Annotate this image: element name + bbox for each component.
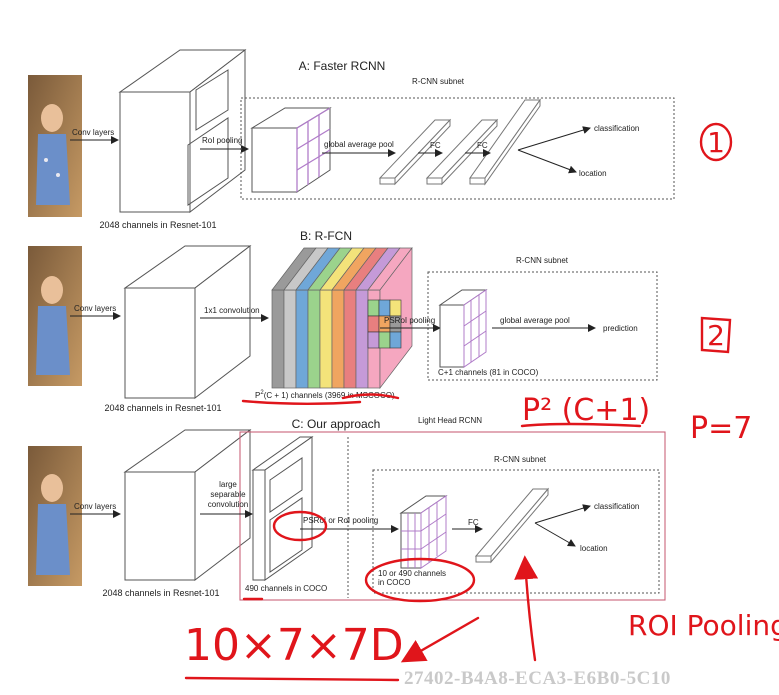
convolution-label-c: convolution <box>208 500 248 509</box>
rcnn-subnet-box-b <box>427 271 658 381</box>
section-b-title: B: R-FCN <box>300 229 352 243</box>
location-label-c: location <box>580 544 608 553</box>
input-image-c <box>28 446 82 586</box>
light-head-box <box>239 431 666 601</box>
section-c-our-approach: C: Our approach Light Head RCNN Conv lay… <box>28 416 666 601</box>
channels-label-c: 2048 channels in Resnet-101 <box>102 588 219 598</box>
psroi-bin <box>367 331 380 349</box>
score-map-slab <box>295 289 309 389</box>
conv-layers-label-c: Conv layers <box>74 502 116 511</box>
fc2-label-a: FC <box>477 141 488 150</box>
backbone-box-a <box>118 48 247 214</box>
large-label-c: large <box>219 480 237 489</box>
backbone-box-c <box>123 428 252 582</box>
rcnn-subnet-box-c <box>372 469 660 594</box>
annotation-underline-3969 <box>341 393 400 400</box>
conv-layers-label-b: Conv layers <box>74 304 116 313</box>
annotation-underline-formula <box>520 422 642 428</box>
classification-label-a: classification <box>594 124 639 133</box>
annotation-underline-p2 <box>241 399 362 405</box>
psroi-bin <box>367 315 380 333</box>
section-c-title: C: Our approach <box>292 417 381 431</box>
channels-label-b: 2048 channels in Resnet-101 <box>104 403 221 413</box>
annotation-two: 2 <box>707 319 725 352</box>
annotation-multiplication: 10×7×7D <box>184 620 404 671</box>
annotation-roi-pooling: ROI Pooling <box>628 609 779 642</box>
ch10-label-c-2: in COCO <box>378 578 410 587</box>
conv1x1-label-b: 1x1 convolution <box>204 306 260 315</box>
score-map-slab <box>283 289 297 389</box>
fc-bars-a <box>378 98 541 186</box>
score-map-slab <box>343 289 357 389</box>
gap-label-a: global average pool <box>324 140 394 149</box>
rcnn-subnet-label-a: R-CNN subnet <box>412 77 465 86</box>
annotation-arrow-result <box>400 616 480 663</box>
channels-label-a: 2048 channels in Resnet-101 <box>99 220 216 230</box>
prediction-label-b: prediction <box>603 324 638 333</box>
roi-feature-grid-c <box>399 495 448 569</box>
score-map-slab <box>271 289 285 389</box>
roi-pooling-label-a: RoI pooling <box>202 136 242 145</box>
rcnn-subnet-box-a <box>240 97 675 200</box>
score-map-slab <box>319 289 333 389</box>
cchannels-label-b: C+1 channels (81 in COCO) <box>438 368 539 377</box>
watermark: 27402-B4A8-ECA3-E6B0-5C10 <box>404 668 671 689</box>
roi-feature-grid-b <box>438 289 488 368</box>
annotation-arrow-fc <box>514 555 539 662</box>
fc-bar-c <box>474 487 550 564</box>
psroi-label-c: PSRoI or RoI pooling <box>303 516 378 525</box>
annotation-circle-1 <box>699 122 733 162</box>
red-annotations <box>184 122 733 682</box>
light-head-label: Light Head RCNN <box>418 416 482 425</box>
classification-label-c: classification <box>594 502 639 511</box>
annotation-oval-psroi <box>272 510 328 542</box>
annotation-formula: P² (C+1) <box>522 393 650 428</box>
score-map-slab <box>331 289 345 389</box>
annotation-underline-result <box>184 676 400 682</box>
annotation-one: 1 <box>707 126 725 159</box>
psroi-bin <box>367 299 380 317</box>
input-image-a <box>28 75 82 217</box>
input-image-b <box>28 246 82 386</box>
rcnn-subnet-label-b: R-CNN subnet <box>516 256 569 265</box>
thin-feature-map-c <box>251 436 314 581</box>
psroi-bin <box>378 299 391 317</box>
psroi-bin <box>378 331 391 349</box>
section-a-title: A: Faster RCNN <box>299 59 386 73</box>
score-map-slab <box>355 289 369 389</box>
annotation-box-2 <box>700 316 732 354</box>
section-a-faster-rcnn: A: Faster RCNN Conv layers 2048 channels… <box>28 48 675 230</box>
separable-label-c: separable <box>210 490 246 499</box>
location-label-a: location <box>579 169 607 178</box>
backbone-box-b <box>123 244 252 400</box>
gap-label-b: global average pool <box>500 316 570 325</box>
annotation-oval-10ch <box>364 557 476 603</box>
psroi-label-b: PSRoI pooling <box>384 316 435 325</box>
score-maps-b <box>271 246 413 390</box>
psroi-bin <box>389 331 402 349</box>
fc-label-c: FC <box>468 518 479 527</box>
conv-layers-label-a: Conv layers <box>72 128 114 137</box>
section-b-rfcn: B: R-FCN Conv layers 2048 channels in Re… <box>28 229 658 413</box>
ch10-label-c-1: 10 or 490 channels <box>378 569 446 578</box>
rcnn-subnet-label-c: R-CNN subnet <box>494 455 547 464</box>
ch490-label-c: 490 channels in COCO <box>245 584 327 593</box>
pchannels-label-b: P2(C + 1) channels (3969 in MSCOCO) <box>255 390 395 400</box>
annotation-p7: P=7 <box>690 411 752 446</box>
fc1-label-a: FC <box>430 141 441 150</box>
score-map-slab <box>307 289 321 389</box>
psroi-bin <box>389 299 402 317</box>
roi-feature-grid-a <box>250 107 332 193</box>
